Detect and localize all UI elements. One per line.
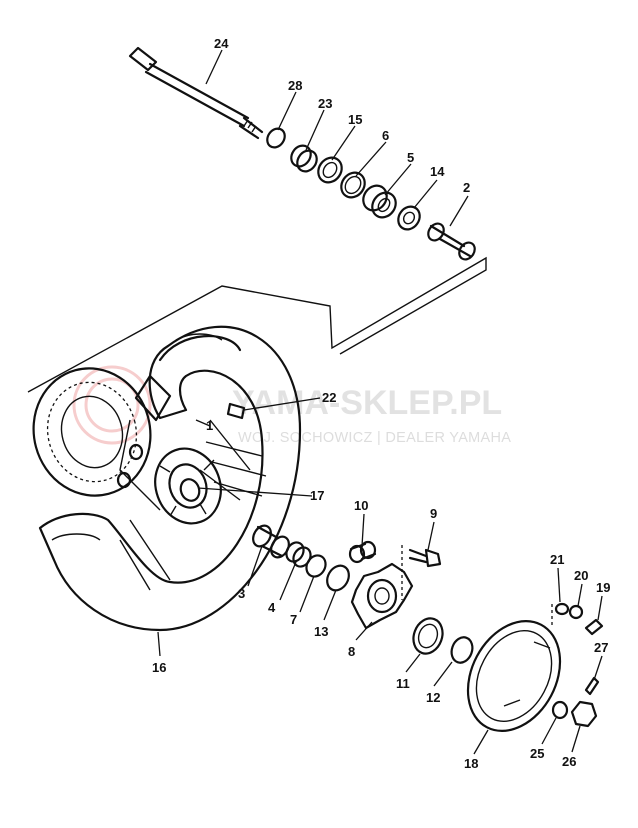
oil-seal-11 bbox=[412, 617, 444, 655]
part-label-16: 16 bbox=[152, 660, 166, 675]
circlip-12 bbox=[450, 636, 474, 664]
part-label-8: 8 bbox=[348, 644, 355, 659]
washer-25 bbox=[551, 700, 569, 720]
part-label-5: 5 bbox=[407, 150, 414, 165]
part-label-9: 9 bbox=[430, 506, 437, 521]
circlip-7 bbox=[305, 554, 327, 578]
part-label-27: 27 bbox=[594, 640, 608, 655]
bolt-9 bbox=[408, 548, 442, 568]
watermark-title: YAMA-SKLEP.PL bbox=[232, 384, 502, 422]
brake-disc bbox=[32, 367, 152, 497]
axle-nut-26 bbox=[570, 700, 598, 728]
circlip-6 bbox=[340, 171, 366, 199]
part-numbers: 24 28 23 15 6 5 14 2 22 1 17 3 4 7 13 8 … bbox=[152, 36, 610, 771]
part-label-10: 10 bbox=[354, 498, 368, 513]
washer-21 bbox=[554, 602, 570, 616]
part-label-28: 28 bbox=[288, 78, 302, 93]
part-label-17: 17 bbox=[310, 488, 324, 503]
clutch-hub-8 bbox=[350, 562, 414, 630]
part-label-24: 24 bbox=[214, 36, 229, 51]
part-label-18: 18 bbox=[464, 756, 478, 771]
part-label-22: 22 bbox=[322, 390, 336, 405]
bearing-5 bbox=[362, 184, 397, 219]
tuning-fork-logo bbox=[72, 365, 152, 445]
part-label-6: 6 bbox=[382, 128, 389, 143]
part-label-1: 1 bbox=[206, 418, 213, 433]
wheel-hub bbox=[116, 443, 222, 525]
part-label-14: 14 bbox=[430, 164, 445, 179]
nut-20 bbox=[568, 604, 584, 620]
part-label-11: 11 bbox=[396, 676, 410, 691]
part-label-15: 15 bbox=[348, 112, 362, 127]
valve-22 bbox=[226, 402, 246, 420]
part-label-25: 25 bbox=[530, 746, 544, 761]
collar-23 bbox=[290, 144, 318, 173]
spacer-3 bbox=[252, 524, 290, 559]
watermark: YAMA-SKLEP.PL WOJ. SOCHOWICZ | DEALER YA… bbox=[72, 365, 511, 446]
cotter-pin-27 bbox=[584, 676, 600, 696]
part-label-3: 3 bbox=[238, 586, 245, 601]
part-label-26: 26 bbox=[562, 754, 576, 769]
part-label-12: 12 bbox=[426, 690, 440, 705]
brake-shoe-plate-18 bbox=[466, 620, 562, 732]
collar-10 bbox=[348, 540, 377, 564]
group-outline bbox=[27, 256, 487, 393]
part-label-7: 7 bbox=[290, 612, 297, 627]
washer-14 bbox=[397, 205, 421, 231]
part-label-4: 4 bbox=[268, 600, 276, 615]
spacer-2 bbox=[427, 222, 476, 261]
front-axle bbox=[128, 46, 264, 140]
leader-lines bbox=[157, 49, 603, 755]
part-label-13: 13 bbox=[314, 624, 328, 639]
part-label-19: 19 bbox=[596, 580, 610, 595]
watermark-subtitle: WOJ. SOCHOWICZ | DEALER YAMAHA bbox=[238, 430, 511, 446]
bolt-19 bbox=[584, 618, 604, 636]
o-ring-13 bbox=[326, 564, 350, 592]
oil-seal-15 bbox=[317, 156, 343, 184]
part-label-21: 21 bbox=[550, 552, 564, 567]
washer-28 bbox=[266, 127, 286, 149]
part-label-2: 2 bbox=[463, 180, 470, 195]
part-label-20: 20 bbox=[574, 568, 588, 583]
part-label-23: 23 bbox=[318, 96, 332, 111]
bearing-4 bbox=[285, 541, 312, 568]
